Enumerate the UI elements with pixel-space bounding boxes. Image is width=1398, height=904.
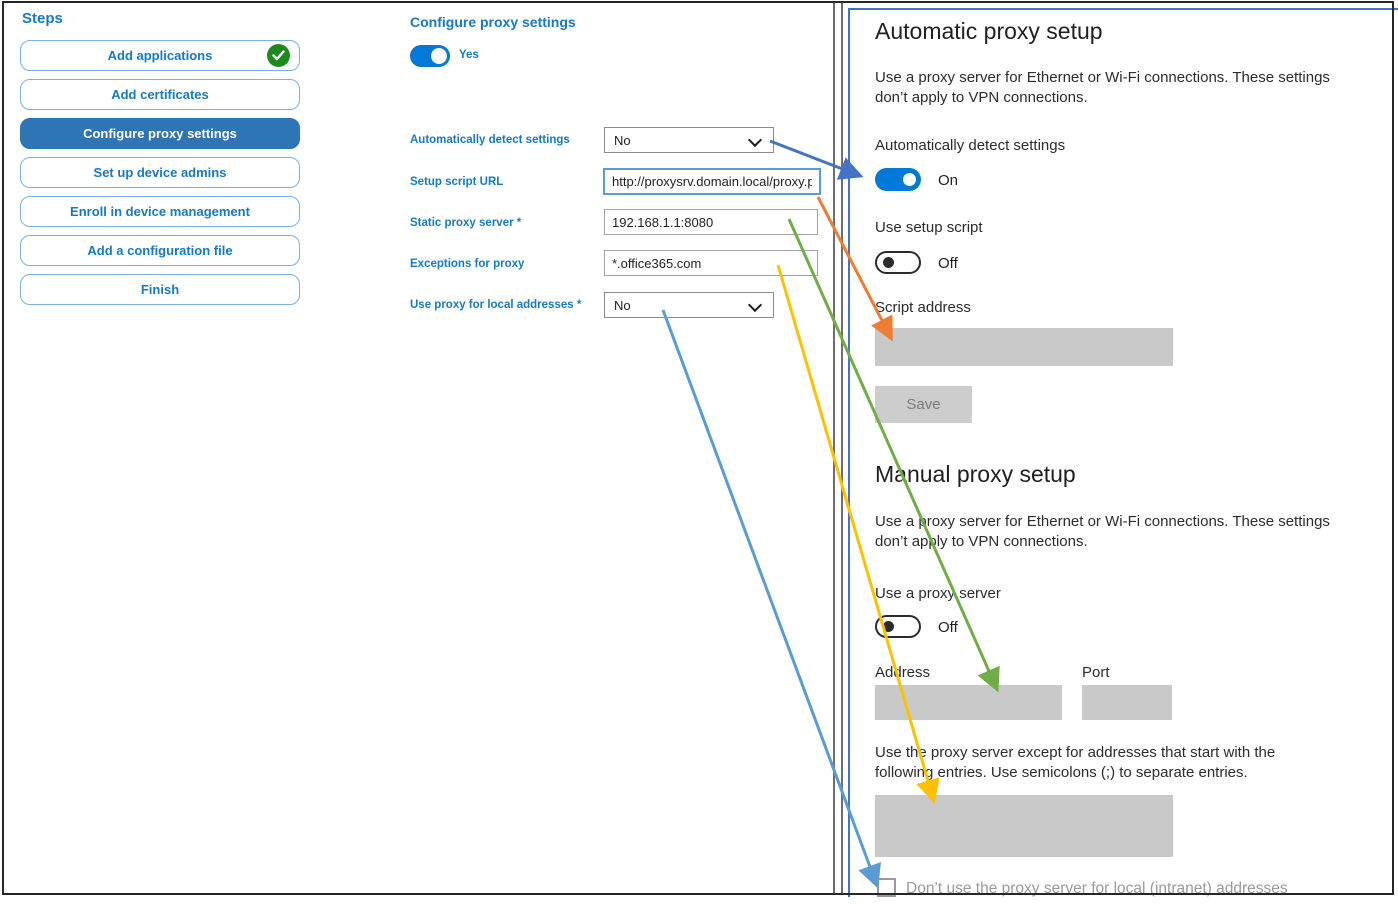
toggle-knob (883, 621, 894, 632)
local-addresses-label: Use proxy for local addresses * (410, 299, 582, 311)
automatic-proxy-heading: Automatic proxy setup (875, 18, 1103, 44)
configure-proxy-toggle[interactable] (410, 45, 450, 67)
script-address-input[interactable] (875, 328, 1173, 366)
address-label: Address (875, 664, 931, 681)
step-add-a-configuration-file[interactable]: Add a configuration file (20, 235, 300, 266)
local-intranet-checkbox[interactable] (877, 878, 896, 897)
local-intranet-checkbox-label: Don’t use the proxy server for local (in… (906, 880, 1288, 897)
step-label: Enroll in device management (70, 204, 250, 219)
manual-proxy-description: Use a proxy server for Ethernet or Wi-Fi… (875, 513, 1330, 550)
use-setup-script-state: Off (938, 255, 958, 272)
address-input[interactable] (875, 685, 1062, 720)
detect-settings-state: On (938, 172, 959, 189)
windows-proxy-settings-panel: Automatic proxy setup Use a proxy server… (848, 8, 1398, 897)
step-add-applications[interactable]: Add applications (20, 40, 300, 71)
local-addresses-value: No (614, 297, 631, 313)
step-label: Add certificates (111, 87, 209, 102)
save-button[interactable]: Save (875, 386, 972, 423)
vertical-divider (833, 3, 835, 895)
proxy-exceptions-description: Use the proxy server except for addresse… (875, 744, 1276, 781)
static-proxy-input[interactable] (604, 209, 818, 235)
toggle-knob (883, 257, 894, 268)
step-finish[interactable]: Finish (20, 274, 300, 305)
chevron-down-icon (747, 297, 763, 313)
auto-detect-value: No (614, 132, 631, 148)
step-label: Set up device admins (93, 165, 227, 180)
static-proxy-label: Static proxy server * (410, 217, 522, 229)
configure-proxy-toggle-label: Yes (459, 49, 479, 61)
automatic-proxy-description: Use a proxy server for Ethernet or Wi-Fi… (875, 69, 1330, 106)
auto-detect-select[interactable]: No (604, 127, 774, 153)
use-setup-script-toggle[interactable] (875, 251, 921, 274)
step-label: Finish (140, 282, 180, 297)
detect-settings-label: Automatically detect settings (875, 137, 1066, 154)
script-url-label: Setup script URL (410, 176, 504, 188)
port-input[interactable] (1082, 685, 1172, 720)
completed-check-icon (267, 44, 290, 67)
script-url-input[interactable] (603, 168, 821, 195)
script-address-label: Script address (875, 299, 971, 316)
step-label: Add a configuration file (87, 243, 233, 258)
steps-title: Steps (22, 10, 63, 27)
toggle-knob (431, 48, 447, 64)
local-addresses-select[interactable]: No (604, 292, 774, 318)
use-setup-script-label: Use setup script (875, 219, 983, 236)
toggle-knob (903, 173, 916, 186)
use-proxy-server-label: Use a proxy server (875, 585, 1001, 602)
detect-settings-toggle[interactable] (875, 168, 921, 191)
vertical-divider (841, 3, 843, 895)
port-label: Port (1082, 664, 1110, 681)
use-proxy-server-state: Off (938, 619, 958, 636)
chevron-down-icon (747, 132, 763, 148)
step-label: Add applications (107, 48, 213, 63)
proxy-exceptions-input[interactable] (604, 250, 818, 276)
step-add-certificates[interactable]: Add certificates (20, 79, 300, 110)
manual-proxy-heading: Manual proxy setup (875, 461, 1076, 487)
proxy-exceptions-textarea[interactable] (875, 795, 1173, 857)
auto-detect-label: Automatically detect settings (410, 134, 570, 146)
use-proxy-server-toggle[interactable] (875, 615, 921, 638)
step-configure-proxy-settings[interactable]: Configure proxy settings (20, 118, 300, 149)
local-addresses-arrow (661, 309, 881, 889)
form-title: Configure proxy settings (410, 14, 576, 30)
step-enroll-in-device-management[interactable]: Enroll in device management (20, 196, 300, 227)
step-set-up-device-admins[interactable]: Set up device admins (20, 157, 300, 188)
steps-panel: Steps Add applications Add certificates … (20, 10, 300, 313)
step-label: Configure proxy settings (83, 126, 237, 141)
proxy-exceptions-label: Exceptions for proxy (410, 258, 525, 270)
